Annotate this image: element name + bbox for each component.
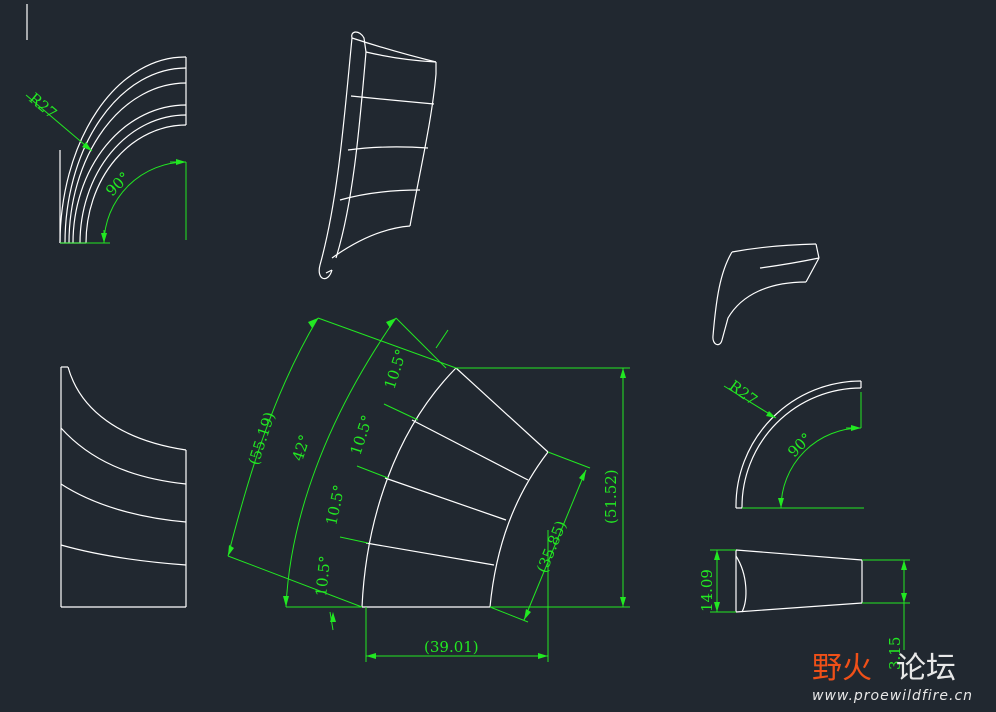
- dim-angle-top-left: 90°: [102, 168, 134, 200]
- dim-total-angle: 42°: [289, 432, 314, 463]
- dims-front-fan: (55.19) 42° 10.5° 10.5° 10.5° 10.5° (35.…: [227, 317, 630, 662]
- view-side-profile-right: [735, 549, 863, 613]
- dim-outer-arc-length: (55.19): [245, 410, 279, 468]
- dim-bottom-width: (39.01): [424, 638, 479, 656]
- view-quarter-arc-right: [735, 380, 862, 509]
- dim-radius-top-left: R27: [25, 89, 60, 122]
- watermark-brand-accent: 野火: [812, 651, 872, 686]
- dims-quarter-arc-right: R27 90°: [723, 377, 864, 509]
- dim-segment-angle-1: 10.5°: [381, 347, 411, 391]
- view-side-bottom-left: [60, 366, 187, 608]
- dim-segment-angle-3: 10.5°: [322, 483, 348, 527]
- dim-segment-angle-4: 10.5°: [312, 555, 334, 598]
- view-front-fan: [361, 367, 549, 608]
- dim-angle-right: 90°: [784, 429, 816, 461]
- watermark-url: www.proewildfire.cn: [812, 688, 973, 704]
- watermark: 野火 论坛 www.proewildfire.cn: [812, 651, 973, 704]
- view-isometric-strip: [318, 31, 437, 280]
- view-top-left-quarter: [59, 56, 187, 244]
- watermark-brand: 论坛: [896, 651, 956, 686]
- view-isometric-small: [712, 243, 820, 346]
- dim-radius-right: R27: [726, 377, 761, 409]
- dim-total-height: (51.52): [602, 469, 620, 524]
- dim-inner-edge-length: (35.85): [533, 518, 570, 575]
- dim-segment-angle-2: 10.5°: [347, 413, 377, 457]
- dim-side-height: 14.09: [698, 569, 716, 612]
- dim-side-width: 3.15: [886, 637, 904, 670]
- dims-side-profile-right: 14.09 3.15: [698, 549, 910, 670]
